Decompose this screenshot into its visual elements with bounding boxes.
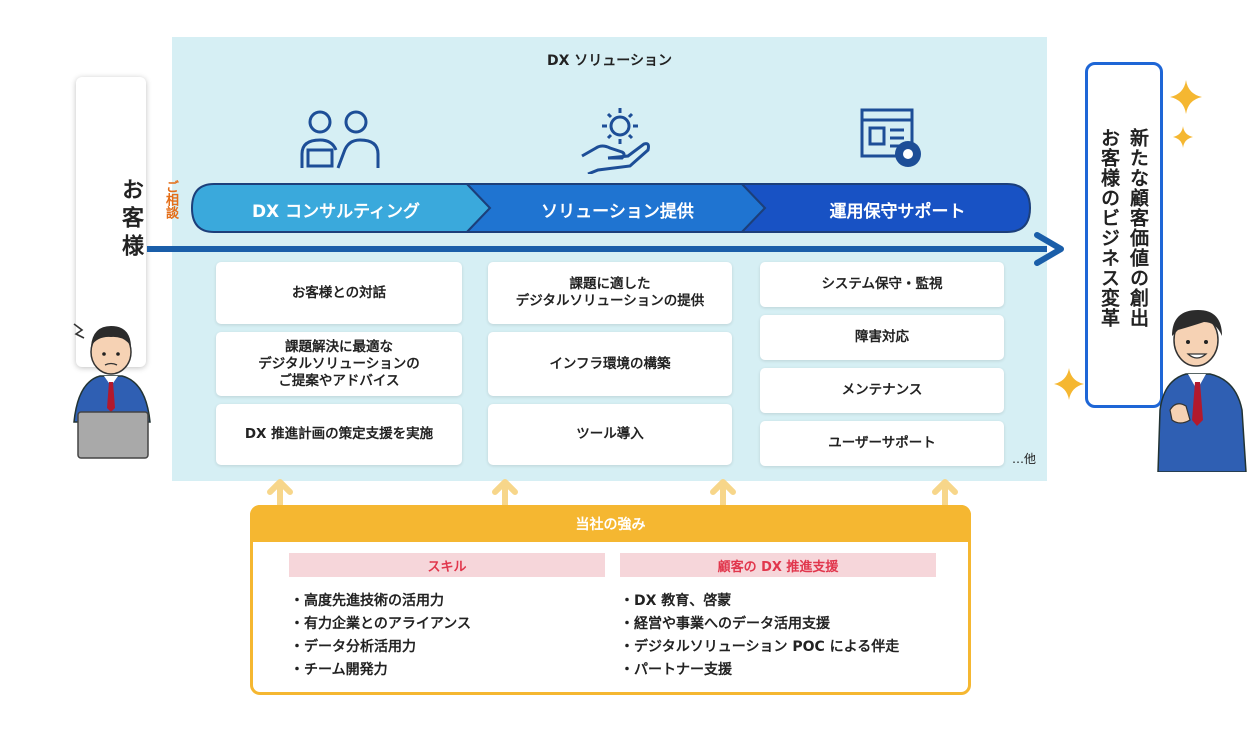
card-maintenance: メンテナンス <box>760 368 1004 413</box>
strength-title: 当社の強み <box>250 505 971 542</box>
card-infrastructure: インフラ環境の構築 <box>488 332 732 396</box>
list-item: DX 教育、啓蒙 <box>620 590 899 613</box>
consult-label: ご相談 <box>163 180 178 219</box>
card-dialogue: お客様との対話 <box>216 262 462 324</box>
stage-support-shape <box>739 183 1032 233</box>
card-text: メンテナンス <box>841 382 923 398</box>
card-text: 課題に適した デジタルソリューションの提供 <box>515 276 705 309</box>
card-text: システム保守・監視 <box>821 276 943 292</box>
card-text: 課題解決に最適な デジタルソリューションの ご提案やアドバイス <box>258 338 420 389</box>
card-system-monitoring: システム保守・監視 <box>760 262 1004 307</box>
list-item: チーム開発力 <box>290 659 471 682</box>
stage-consulting-shape <box>190 183 492 233</box>
card-user-support: ユーザーサポート <box>760 421 1004 466</box>
list-item: データ分析活用力 <box>290 636 471 659</box>
customer-worried-illustration <box>73 323 151 459</box>
panel-title: DX ソリューション <box>546 53 672 69</box>
card-proposal: 課題解決に最適な デジタルソリューションの ご提案やアドバイス <box>216 332 462 396</box>
list-item: 経営や事業へのデータ活用支援 <box>620 613 899 636</box>
sparkle-icon <box>1170 80 1202 114</box>
stage-label-consulting: DX コンサルティング <box>251 201 421 222</box>
main-flow-arrow <box>147 232 1064 266</box>
other-label: …他 <box>1012 452 1037 466</box>
stage-label-solution: ソリューション提供 <box>541 201 694 222</box>
sparkle-icon <box>1054 368 1084 400</box>
businessman-illustration <box>1157 310 1247 472</box>
skill-list: 高度先進技術の活用力 有力企業とのアライアンス データ分析活用力 チーム開発力 <box>290 590 471 682</box>
card-solution-provision: 課題に適した デジタルソリューションの提供 <box>488 262 732 324</box>
card-text: お客様との対話 <box>291 284 387 301</box>
result-box <box>1085 62 1163 408</box>
customer-box <box>76 77 146 367</box>
card-text: ユーザーサポート <box>828 435 936 451</box>
list-item: デジタルソリューション POC による伴走 <box>620 636 899 659</box>
window-gear-icon <box>860 108 921 167</box>
customer-label: お客様 <box>118 178 143 262</box>
card-incident-response: 障害対応 <box>760 315 1004 360</box>
card-dx-plan: DX 推進計画の策定支援を実施 <box>216 404 462 465</box>
stage-flow <box>190 183 1032 233</box>
hand-gear-icon <box>581 108 650 174</box>
support-heading: 顧客の DX 推進支援 <box>620 553 936 577</box>
stage-label-support: 運用保守サポート <box>829 201 966 222</box>
card-text: DX 推進計画の策定支援を実施 <box>244 426 434 442</box>
list-item: 高度先進技術の活用力 <box>290 590 471 613</box>
card-tool-introduction: ツール導入 <box>488 404 732 465</box>
skill-heading: スキル <box>289 553 605 577</box>
list-item: 有力企業とのアライアンス <box>290 613 471 636</box>
list-item: パートナー支援 <box>620 659 899 682</box>
support-list: DX 教育、啓蒙 経営や事業へのデータ活用支援 デジタルソリューション POC … <box>620 590 899 682</box>
people-consulting-icon <box>300 110 380 169</box>
result-line-1: お客様のビジネス変革 <box>1098 128 1120 328</box>
result-text: お客様のビジネス変革 新たな顧客価値の創出 <box>1085 128 1163 328</box>
result-line-2: 新たな顧客価値の創出 <box>1127 128 1149 328</box>
card-text: 障害対応 <box>855 329 909 345</box>
card-text: インフラ環境の構築 <box>549 355 671 372</box>
card-text: ツール導入 <box>576 426 644 442</box>
sparkle-icon <box>1173 126 1193 148</box>
